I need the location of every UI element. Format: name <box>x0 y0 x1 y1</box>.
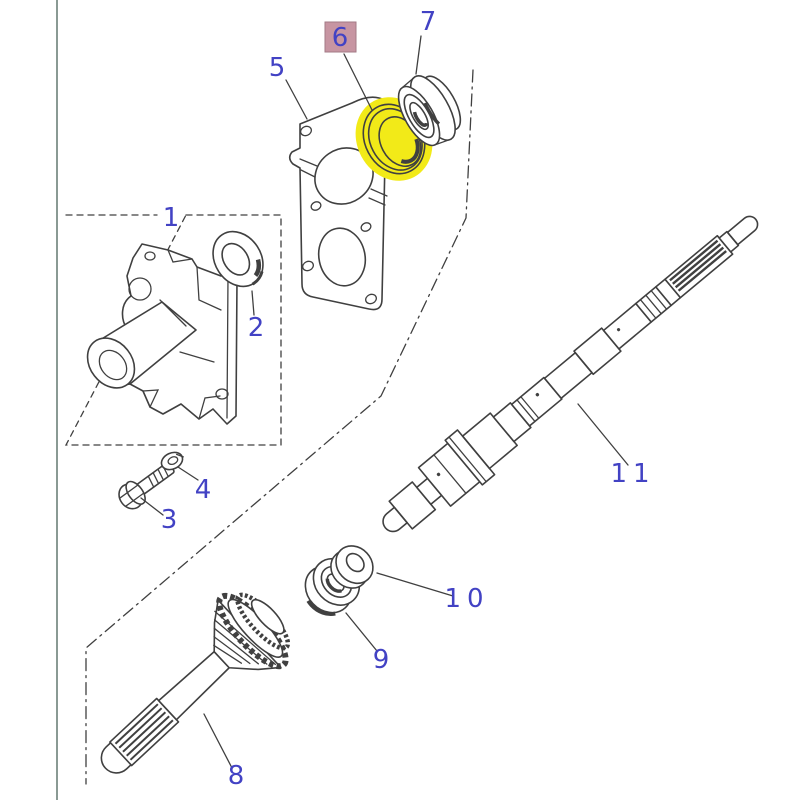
leader-lines <box>140 35 629 769</box>
label-11: 11 <box>610 459 655 489</box>
part-11-main-shaft-drawing <box>382 215 759 533</box>
part-7-bearing-drawing <box>397 75 462 147</box>
part-4-washer-drawing <box>160 451 184 471</box>
part-3-bolt-drawing <box>118 462 175 510</box>
part-10-washer-drawing <box>330 545 374 589</box>
label-9: 9 <box>373 645 390 675</box>
part-8-input-shaft-drawing <box>100 592 291 774</box>
label-7: 7 <box>420 7 437 37</box>
label-3: 3 <box>161 505 178 535</box>
label-8: 8 <box>228 761 245 791</box>
label-6: 6 <box>332 23 349 53</box>
part-1-housing-drawing <box>86 243 238 425</box>
centerline <box>85 69 474 785</box>
label-2: 2 <box>248 313 265 343</box>
part-2-ring-drawing <box>211 230 265 288</box>
label-10: 10 <box>444 584 489 614</box>
label-4: 4 <box>195 475 212 505</box>
label-6-highlight-box <box>324 21 357 53</box>
label-1: 1 <box>163 203 180 233</box>
label-5: 5 <box>269 53 286 83</box>
